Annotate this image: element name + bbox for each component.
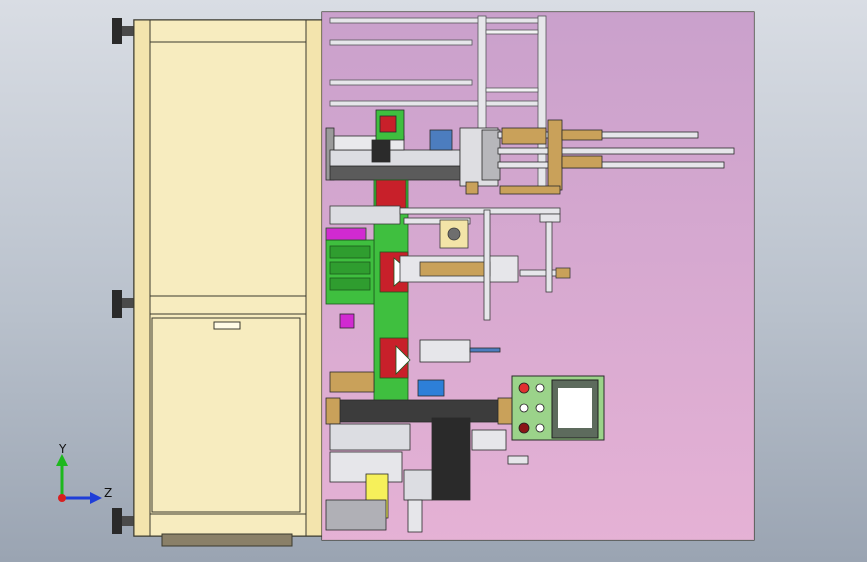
coordinate-triad-icon [56, 454, 102, 504]
leveling-feet [112, 18, 136, 534]
lower-mechanism [325, 313, 529, 533]
top-rails [329, 15, 547, 192]
cabinet [133, 19, 323, 547]
hmi-panel [511, 375, 605, 441]
upper-mechanism [325, 109, 735, 195]
middle-actuators [329, 205, 571, 321]
y-axis-label: Y [59, 442, 67, 456]
z-axis-label: Z [104, 486, 113, 500]
